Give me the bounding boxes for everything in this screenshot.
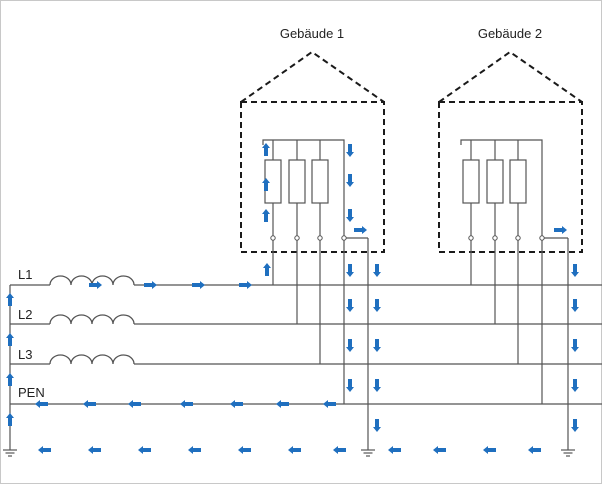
coil-inductor-icon <box>49 314 135 325</box>
current-flow-arrow-icon <box>571 419 579 432</box>
current-flow-arrow-icon <box>6 293 14 306</box>
current-flow-arrow-icon <box>528 446 541 454</box>
building-1-roof <box>240 50 385 103</box>
current-flow-arrow-icon <box>192 281 205 289</box>
conductor-label-l3: L3 <box>18 347 32 362</box>
current-flow-arrow-icon <box>571 264 579 277</box>
current-flow-arrow-icon <box>6 413 14 426</box>
building-1-label: Gebäude 1 <box>280 26 344 41</box>
current-flow-arrow-icon <box>373 299 381 312</box>
conductor-label-pen: PEN <box>18 385 45 400</box>
conductor-label-l2: L2 <box>18 307 32 322</box>
ground-symbol-icon <box>561 449 575 457</box>
current-flow-arrow-icon <box>38 446 51 454</box>
building-1-outline <box>240 101 385 253</box>
current-flow-arrow-icon <box>333 446 346 454</box>
current-flow-arrow-icon <box>6 333 14 346</box>
bus-lines <box>9 284 602 450</box>
current-flow-arrow-icon <box>483 446 496 454</box>
current-flow-arrow-icon <box>262 209 270 222</box>
coil-inductor-icon <box>49 354 135 365</box>
current-flow-arrow-icon <box>276 400 289 408</box>
current-flow-arrow-icon <box>346 144 354 157</box>
current-flow-arrow-icon <box>433 446 446 454</box>
conductor-label-l1: L1 <box>18 267 32 282</box>
current-flow-arrow-icon <box>144 281 157 289</box>
current-flow-arrow-icon <box>262 178 270 191</box>
current-flow-arrow-icon <box>373 339 381 352</box>
current-flow-arrow-icon <box>138 446 151 454</box>
earth-return-path <box>10 270 377 450</box>
building-2-outline <box>438 101 583 253</box>
terminal-point <box>317 235 323 241</box>
current-flow-arrow-icon <box>373 379 381 392</box>
current-flow-arrow-icon <box>89 281 102 289</box>
current-flow-arrow-icon <box>388 446 401 454</box>
terminal-point <box>492 235 498 241</box>
building-2-wiring <box>460 139 569 450</box>
building-2-return-bus <box>460 139 543 238</box>
ground-symbols <box>3 449 575 457</box>
resistor-load-icon <box>486 159 504 204</box>
current-flow-arrow-icon <box>346 174 354 187</box>
current-flow-arrow-icon <box>323 400 336 408</box>
current-flow-arrow-icon <box>346 209 354 222</box>
current-flow-arrow-icon <box>571 299 579 312</box>
current-flow-arrow-icon <box>354 226 367 234</box>
current-flow-arrows <box>6 143 579 454</box>
terminal-point <box>294 235 300 241</box>
building-1-terminals <box>270 235 347 241</box>
building-2-label: Gebäude 2 <box>478 26 542 41</box>
current-flow-arrow-icon <box>35 400 48 408</box>
current-flow-arrow-icon <box>88 446 101 454</box>
building-1-return-bus <box>262 139 345 238</box>
building-2 <box>438 50 583 253</box>
current-flow-arrow-icon <box>554 226 567 234</box>
current-flow-arrow-icon <box>128 400 141 408</box>
inductors <box>49 275 135 365</box>
current-flow-arrow-icon <box>262 143 270 156</box>
terminal-point <box>468 235 474 241</box>
current-flow-arrow-icon <box>346 379 354 392</box>
current-flow-arrow-icon <box>373 264 381 277</box>
terminal-point <box>515 235 521 241</box>
current-flow-arrow-icon <box>571 339 579 352</box>
terminal-point <box>341 235 347 241</box>
building-2-roof <box>438 50 583 103</box>
current-flow-arrow-icon <box>180 400 193 408</box>
current-flow-arrow-icon <box>571 379 579 392</box>
current-flow-arrow-icon <box>188 446 201 454</box>
terminal-point <box>270 235 276 241</box>
resistor-load-icon <box>509 159 527 204</box>
resistor-load-icon <box>311 159 329 204</box>
current-flow-arrow-icon <box>6 373 14 386</box>
current-flow-arrow-icon <box>373 419 381 432</box>
building-1-wiring <box>262 139 369 450</box>
current-flow-arrow-icon <box>346 264 354 277</box>
current-flow-arrow-icon <box>288 446 301 454</box>
current-flow-arrow-icon <box>238 446 251 454</box>
current-flow-arrow-icon <box>230 400 243 408</box>
current-flow-arrow-icon <box>263 263 271 276</box>
current-flow-arrow-icon <box>83 400 96 408</box>
terminal-point <box>539 235 545 241</box>
building-1 <box>240 50 385 253</box>
current-flow-arrow-icon <box>239 281 252 289</box>
current-flow-arrow-icon <box>346 299 354 312</box>
ground-symbol-icon <box>361 449 375 457</box>
ground-symbol-icon <box>3 449 17 457</box>
current-flow-arrow-icon <box>346 339 354 352</box>
resistor-load-icon <box>462 159 480 204</box>
resistor-load-icon <box>288 159 306 204</box>
building-2-terminals <box>468 235 545 241</box>
